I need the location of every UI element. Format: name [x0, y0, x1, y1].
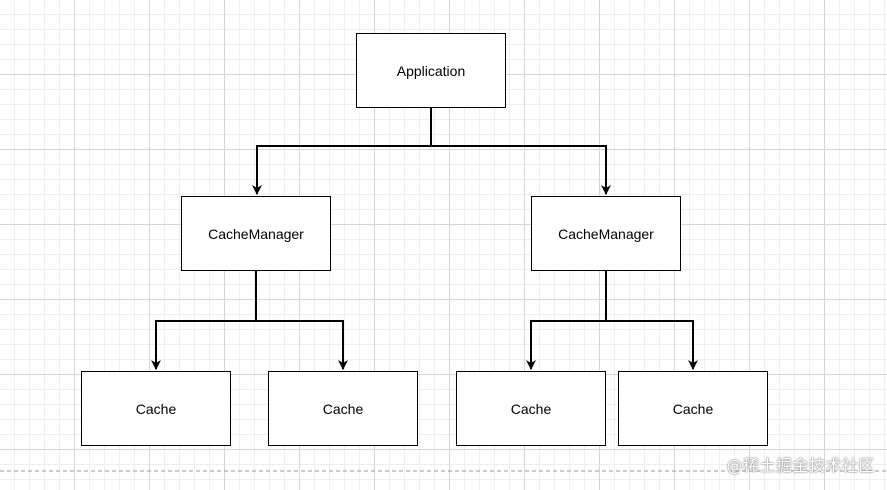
connector-manager-left-to-cache-2[interactable]	[255, 271, 348, 370]
cache-node-4[interactable]: Cache	[618, 371, 768, 446]
cache-manager-node-right[interactable]: CacheManager	[531, 196, 681, 271]
connector-manager-right-to-cache-4[interactable]	[605, 271, 698, 370]
cache-node-3[interactable]: Cache	[456, 371, 606, 446]
cache-manager-node-left[interactable]: CacheManager	[181, 196, 331, 271]
connector-manager-right-to-cache-3[interactable]	[526, 271, 607, 370]
watermark: @稀土掘金技术社区	[726, 456, 875, 475]
connector-manager-left-to-cache-1[interactable]	[151, 271, 257, 370]
connector-app-to-manager-right[interactable]	[430, 108, 611, 195]
cache-node-2[interactable]: Cache	[268, 371, 418, 446]
cache-node-1[interactable]: Cache	[81, 371, 231, 446]
application-node[interactable]: Application	[356, 33, 506, 108]
connector-app-to-manager-left[interactable]	[252, 108, 432, 195]
